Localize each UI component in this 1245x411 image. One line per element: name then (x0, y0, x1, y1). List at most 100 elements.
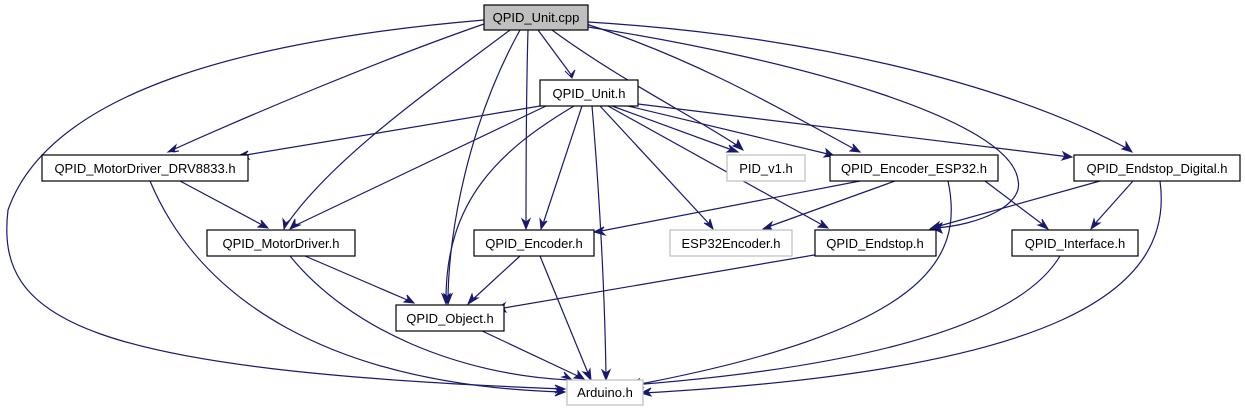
node-label: ESP32Encoder.h (681, 236, 780, 251)
node-box (473, 229, 595, 257)
arrowhead (592, 226, 607, 236)
node-arduino-h[interactable]: Arduino.h (566, 379, 644, 406)
arrowhead (554, 387, 567, 397)
node-box (829, 154, 999, 182)
edge-unitcpp-to-endstopdigital (587, 21, 1131, 151)
arrowhead (440, 292, 452, 306)
arrowhead (256, 219, 270, 229)
node-label: PID_v1.h (739, 161, 792, 176)
node-box (206, 229, 356, 257)
arrowhead (1036, 218, 1050, 231)
graph-edges (6, 19, 1162, 394)
edge-encoderesp32-to-encoder (595, 180, 861, 233)
edge-unith-to-drv8833 (239, 105, 541, 157)
node-label: QPID_Object.h (406, 311, 493, 326)
edge-unith-to-endstopdigital (637, 103, 1071, 158)
node-qpid-encoder-h[interactable]: QPID_Encoder.h (473, 229, 595, 257)
node-box (483, 4, 589, 31)
edge-unith-to-pidv1 (611, 105, 736, 152)
node-pid-v1-h[interactable]: PID_v1.h (726, 154, 806, 182)
arrowhead (520, 217, 532, 231)
arrowhead (816, 219, 830, 229)
arrowhead (731, 138, 745, 151)
edge-unitcpp-to-unith (537, 29, 573, 77)
node-label: QPID_Endstop_Digital.h (1087, 161, 1228, 176)
node-box (1011, 229, 1139, 257)
arrowhead (581, 367, 592, 382)
node-qpid-encoder-esp32-h[interactable]: QPID_Encoder_ESP32.h (829, 154, 999, 182)
edge-drv8833-to-arduino (149, 180, 564, 393)
arrowhead (848, 143, 862, 153)
node-box (1073, 154, 1241, 182)
node-qpid-interface-h[interactable]: QPID_Interface.h (1011, 229, 1139, 257)
arrowhead (282, 217, 291, 231)
node-box (726, 154, 806, 182)
arrowhead (1060, 150, 1074, 161)
edge-encoder-to-arduino (539, 255, 591, 379)
edge-encoder-to-object (469, 255, 521, 303)
node-qpid-unit-h[interactable]: QPID_Unit.h (539, 79, 639, 107)
node-label: Arduino.h (577, 385, 633, 400)
edge-unith-to-arduino (591, 105, 607, 379)
node-qpid-motordriver-h[interactable]: QPID_MotorDriver.h (206, 229, 356, 257)
arrowhead (539, 217, 548, 231)
node-qpid-unit-cpp[interactable]: QPID_Unit.cpp (483, 4, 589, 31)
edge-unitcpp-to-motordriver (284, 29, 511, 228)
edge-unitcpp-to-encoderesp32 (585, 23, 859, 152)
edge-interface-to-arduino (631, 255, 1061, 386)
arrowhead (466, 292, 480, 306)
edge-unith-to-esp32encoder (599, 105, 713, 228)
node-label: QPID_Unit.cpp (493, 10, 580, 25)
node-qpid-object-h[interactable]: QPID_Object.h (395, 304, 505, 332)
edge-unitcpp-to-drv8833 (169, 23, 485, 152)
node-esp32encoder-h[interactable]: ESP32Encoder.h (669, 229, 793, 257)
arrowhead (928, 220, 942, 232)
node-label: QPID_MotorDriver.h (222, 236, 339, 251)
node-box (41, 154, 249, 182)
edge-unitcpp-to-encoder (525, 29, 529, 228)
node-qpid-motordriver-drv8833-h[interactable]: QPID_MotorDriver_DRV8833.h (41, 154, 249, 182)
arrowhead (402, 294, 416, 304)
node-box (395, 304, 505, 332)
edge-motordriver-to-arduino (289, 255, 571, 381)
edge-drv8833-to-motordriver (179, 180, 267, 228)
node-label: QPID_Unit.h (553, 86, 626, 101)
node-label: QPID_MotorDriver_DRV8833.h (54, 161, 235, 176)
edge-unith-to-endstop (607, 105, 827, 228)
arrowhead (1090, 217, 1102, 231)
edge-unith-to-motordriver (291, 105, 547, 228)
edge-endstop-to-object (497, 253, 821, 310)
edge-unitcpp-to-arduino (6, 19, 564, 390)
node-label: QPID_Encoder_ESP32.h (841, 161, 987, 176)
node-box (814, 229, 937, 257)
node-label: QPID_Interface.h (1025, 236, 1125, 251)
node-box (669, 229, 793, 257)
node-label: QPID_Encoder.h (485, 236, 583, 251)
edge-motordriver-to-object (304, 255, 413, 303)
node-box (539, 79, 639, 107)
arrowhead (564, 69, 576, 79)
edge-unith-to-object (445, 105, 575, 303)
arrowhead (560, 371, 573, 381)
arrowhead (725, 144, 740, 153)
edge-unitcpp-to-pidv1 (551, 29, 742, 149)
edge-object-to-arduino (479, 329, 583, 379)
node-qpid-endstop-digital-h[interactable]: QPID_Endstop_Digital.h (1073, 154, 1241, 182)
arrowhead (600, 368, 612, 382)
edge-unitcpp-to-object (447, 29, 521, 303)
edge-encoderesp32-to-esp32encoder (764, 180, 896, 229)
edge-encoderesp32-to-arduino (634, 180, 952, 386)
arrowhead (639, 387, 653, 397)
edge-encoderesp32-to-interface (984, 180, 1047, 228)
edge-unitcpp-to-endstop (587, 26, 1020, 229)
arrowhead (703, 218, 714, 231)
graph-nodes: QPID_Unit.cpp QPID_Unit.h QPID_MotorDriv… (41, 4, 1241, 406)
node-box (566, 379, 644, 406)
edge-unith-to-encoderesp32 (627, 105, 833, 156)
edge-endstopdigital-to-arduino (642, 180, 1162, 394)
arrowhead (288, 218, 302, 230)
arrowhead (1120, 140, 1134, 153)
arrowhead (572, 369, 586, 380)
node-qpid-endstop-h[interactable]: QPID_Endstop.h (814, 229, 937, 257)
